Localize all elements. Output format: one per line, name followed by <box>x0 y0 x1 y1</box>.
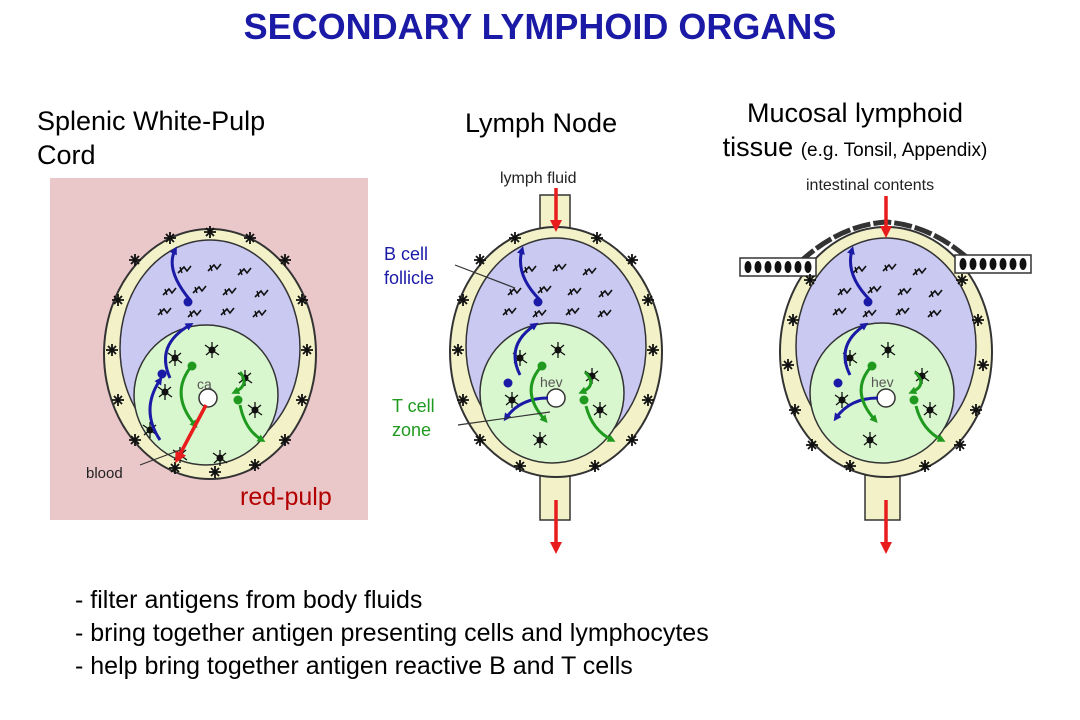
hev-vessel <box>546 388 566 408</box>
red-pulp-label: red-pulp <box>240 483 332 511</box>
b-cell-label-line1: B cell <box>384 244 429 264</box>
central-arteriole <box>198 388 218 408</box>
spleen-title-line2: Cord <box>37 140 96 170</box>
function-list: - filter antigens from body fluids - bri… <box>75 584 709 683</box>
epithelium-left <box>739 257 817 277</box>
mucosal-hev-label: hev <box>871 374 894 390</box>
t-cell-label-line1: T cell <box>392 396 435 416</box>
mucosal-title-line2: tissue (e.g. Tonsil, Appendix) <box>690 130 1020 168</box>
lymph-node-diagram <box>449 188 663 554</box>
page-title: SECONDARY LYMPHOID ORGANS <box>243 6 837 47</box>
b-cell-follicle-label: B cell follicle <box>384 242 434 290</box>
mucosal-diagram <box>739 196 1032 554</box>
spleen-title: Splenic White-Pulp Cord <box>37 104 265 172</box>
mucosal-title-detail: (e.g. Tonsil, Appendix) <box>800 140 988 161</box>
function-item: - filter antigens from body fluids <box>75 586 423 614</box>
ca-label: ca <box>197 376 212 392</box>
mucosal-title-line1: Mucosal lymphoid <box>746 98 964 128</box>
mucosal-title: Mucosal lymphoid tissue (e.g. Tonsil, Ap… <box>690 96 1020 168</box>
spleen-diagram <box>50 178 368 520</box>
blood-label: blood <box>86 465 123 482</box>
spleen-title-line1: Splenic White-Pulp <box>37 106 266 136</box>
t-cell-zone-label: T cell zone <box>392 394 435 442</box>
lymph-fluid-label: lymph fluid <box>500 170 577 187</box>
lymph-node-hev-label: hev <box>540 374 563 390</box>
lymph-node-title: Lymph Node <box>465 108 618 138</box>
function-item: - help bring together antigen reactive B… <box>75 652 633 680</box>
epithelium-right <box>954 254 1032 274</box>
b-cell-label-line2: follicle <box>384 268 435 288</box>
intestinal-contents-label: intestinal contents <box>806 177 935 194</box>
t-cell-label-line2: zone <box>392 420 432 440</box>
hev-vessel <box>876 388 896 408</box>
mucosal-title-main: tissue <box>722 132 794 162</box>
function-item: - bring together antigen presenting cell… <box>75 619 709 647</box>
